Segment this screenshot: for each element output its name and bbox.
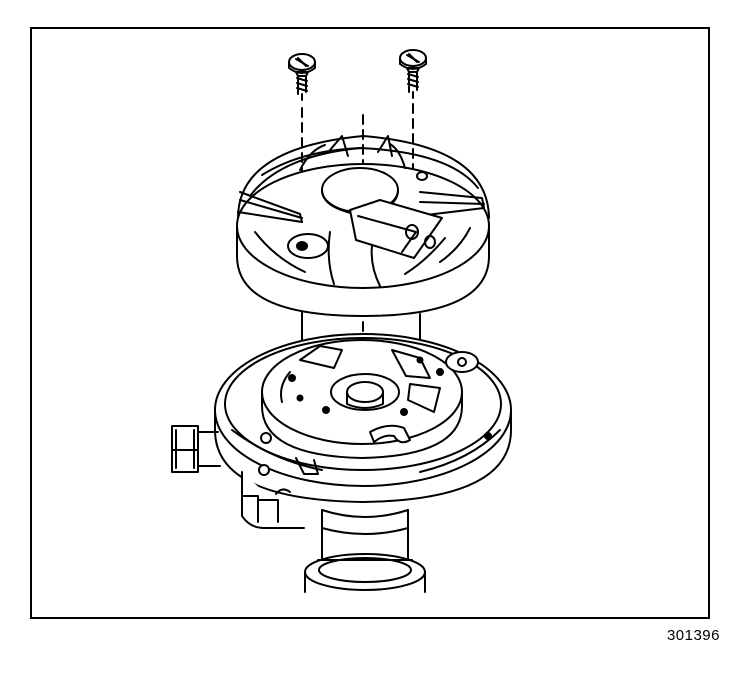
upper-plate: [236, 135, 490, 317]
figure-number: 301396: [666, 627, 720, 644]
base-shaft: [241, 471, 426, 593]
lower-housing: [214, 311, 512, 503]
right-screw: [399, 49, 427, 99]
side-connector: [171, 425, 221, 473]
left-screw: [288, 53, 316, 101]
illustration-frame: [30, 27, 710, 619]
